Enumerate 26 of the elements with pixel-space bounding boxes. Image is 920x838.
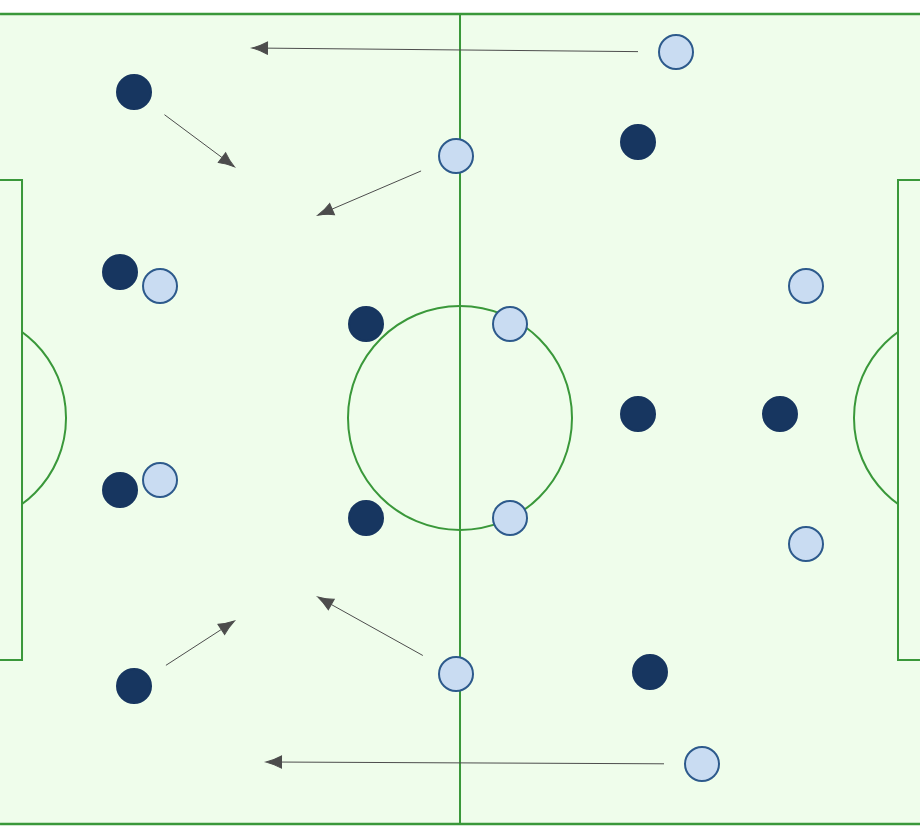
player-marker: [142, 462, 178, 498]
player-marker: [438, 656, 474, 692]
movement-arrow: [265, 755, 665, 769]
player-marker: [620, 124, 656, 160]
movement-arrow: [251, 41, 639, 55]
movement-arrow: [317, 170, 422, 216]
player-marker: [116, 668, 152, 704]
player-marker: [658, 34, 694, 70]
player-marker: [788, 268, 824, 304]
player-marker: [620, 396, 656, 432]
player-marker: [492, 500, 528, 536]
player-marker: [348, 306, 384, 342]
player-marker: [492, 306, 528, 342]
player-marker: [762, 396, 798, 432]
player-marker: [102, 254, 138, 290]
movement-arrow: [165, 620, 235, 666]
movement-arrow: [317, 596, 424, 656]
movement-arrow: [164, 114, 235, 168]
player-marker: [142, 268, 178, 304]
player-marker: [116, 74, 152, 110]
player-marker: [438, 138, 474, 174]
player-marker: [632, 654, 668, 690]
player-marker: [788, 526, 824, 562]
player-marker: [348, 500, 384, 536]
player-marker: [684, 746, 720, 782]
player-marker: [102, 472, 138, 508]
